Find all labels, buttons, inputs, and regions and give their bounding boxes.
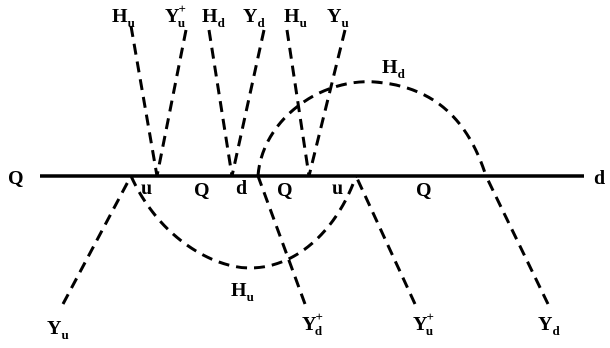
- top-label-hd: Hd: [202, 5, 226, 30]
- scalar-line-top-yu: [307, 29, 347, 177]
- top-label-hu-1: Hu: [112, 5, 135, 30]
- top-label-yu: Yu: [327, 5, 349, 30]
- line-label-q-2: Q: [277, 179, 293, 201]
- bottom-label-yd-plus: Y+d: [302, 309, 323, 338]
- line-label-u-2: u: [332, 177, 343, 199]
- bottom-label-yd: Yd: [538, 313, 560, 338]
- scalar-line-top-hd: [207, 29, 234, 177]
- arc-upper-hd: [256, 80, 488, 177]
- left-end-label: Q: [8, 167, 24, 189]
- scalar-line-bottom-yd: [484, 175, 550, 305]
- top-label-yu-plus: Y+u: [165, 1, 186, 30]
- line-label-q-3: Q: [416, 179, 432, 201]
- arc-lower-hu: [129, 175, 358, 270]
- top-label-hu-2: Hu: [284, 5, 307, 30]
- scalar-line-top-yu-plus: [155, 29, 188, 177]
- scalar-line-top-hu-2: [285, 29, 311, 177]
- line-label-u-1: u: [141, 177, 152, 199]
- bottom-label-yu: Yu: [47, 317, 69, 342]
- line-label-q-1: Q: [194, 179, 210, 201]
- bottom-label-yu-plus: Y+u: [413, 309, 434, 338]
- scalar-line-bottom-yu: [61, 175, 133, 305]
- line-label-d: d: [236, 177, 247, 199]
- scalar-line-bottom-yd-plus: [256, 175, 307, 305]
- arc-label-hd: Hd: [382, 56, 406, 81]
- scalar-line-top-hu-1: [129, 25, 159, 177]
- arc-label-hu: Hu: [231, 279, 254, 304]
- scalar-line-bottom-yu-plus: [354, 175, 417, 305]
- scalar-line-top-yd: [230, 29, 266, 177]
- right-end-label: d: [594, 167, 605, 189]
- top-label-yd: Yd: [243, 5, 265, 30]
